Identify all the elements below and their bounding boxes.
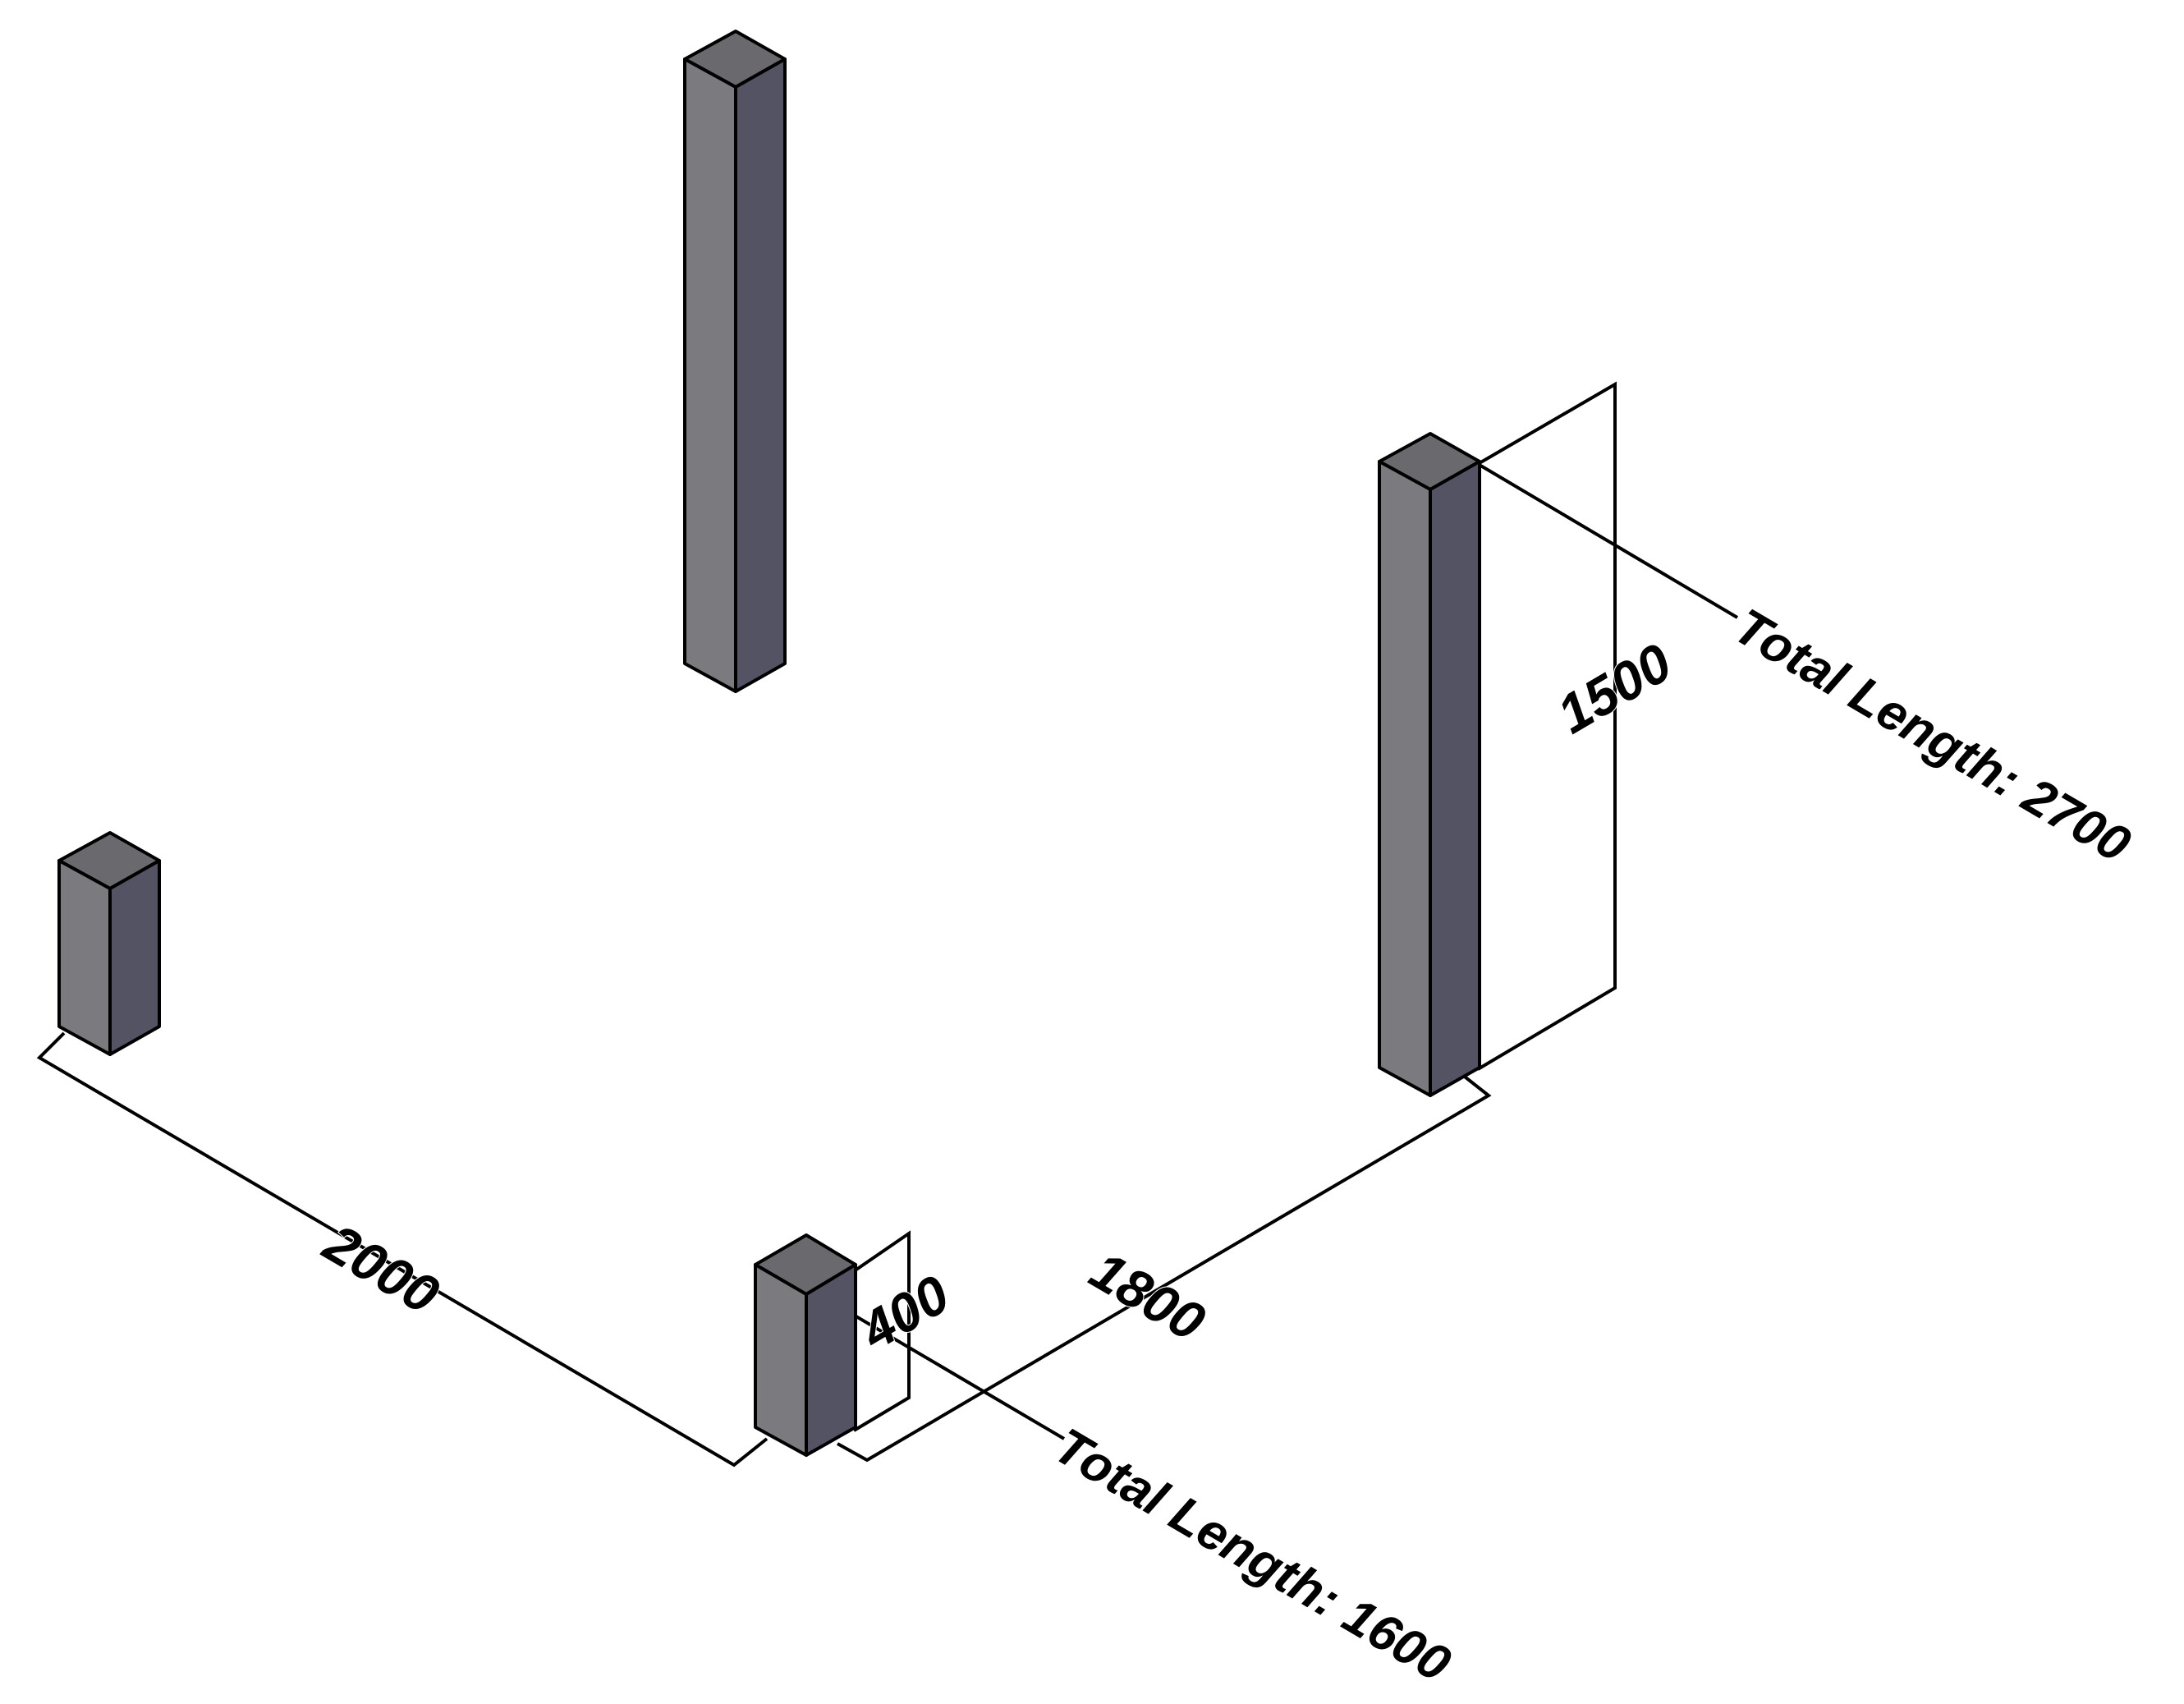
column-top-center [683, 30, 787, 693]
column-front-short [754, 1233, 857, 1457]
leader-line-2700 [1476, 462, 1739, 619]
column-face [805, 1263, 857, 1457]
dimension-line-2000 [36, 1031, 769, 1467]
dimension-line-1800 [837, 1072, 1492, 1463]
total-length-label-2700: Total Length: 2700 [1725, 598, 2140, 874]
column-face [754, 1263, 808, 1457]
column-left-short [57, 831, 161, 1056]
dimension-label-1800: 1800 [1081, 1239, 1215, 1353]
total-length-label-1600: Total Length: 1600 [1045, 1417, 1460, 1693]
column-face [57, 859, 112, 1056]
dimension-bracket-400 [852, 1230, 911, 1432]
dimension-bracket-1500 [1476, 381, 1617, 1071]
column-face [108, 859, 161, 1056]
dimension-label-400: 400 [849, 1263, 959, 1362]
column-face [1429, 460, 1481, 1097]
column-face [683, 57, 737, 693]
column-face [734, 57, 787, 693]
column-right-tall [1378, 432, 1481, 1097]
column-face [1378, 460, 1432, 1097]
